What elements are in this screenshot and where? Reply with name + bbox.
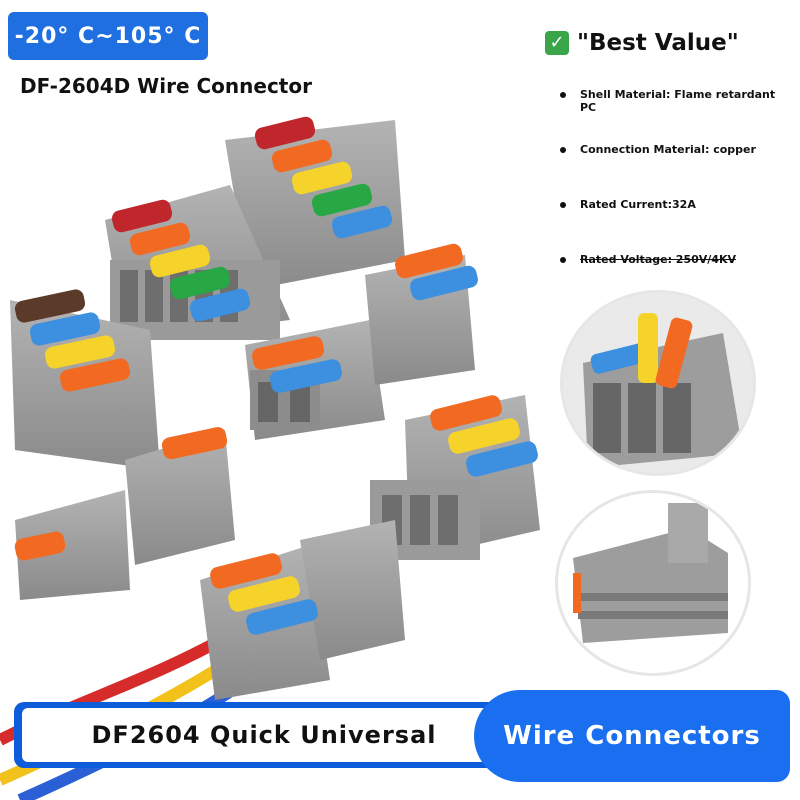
banner-left: DF2604 Quick Universal — [14, 702, 514, 768]
spec-item: Connection Material: copper — [560, 143, 795, 198]
best-value-text: "Best Value" — [577, 30, 739, 56]
detail-lever-open-image — [560, 290, 756, 476]
connector-5way-top — [105, 116, 405, 340]
connector-1way-left — [14, 427, 235, 600]
connector-4way-left — [10, 289, 160, 470]
best-value-label: ✓ "Best Value" — [545, 30, 739, 56]
spec-item: Rated Current:32A — [560, 198, 795, 253]
banner-right-text: Wire Connectors — [474, 690, 790, 782]
connector-2way-middle — [245, 243, 478, 440]
spec-item: Rated Voltage: 250V/4KV — [560, 253, 795, 308]
connector-3way-right — [370, 395, 540, 560]
product-title: DF-2604D Wire Connector — [20, 74, 312, 98]
banner-left-text: DF2604 Quick Universal — [22, 708, 506, 762]
bullet-icon — [560, 202, 566, 208]
detail-side-view-image — [555, 490, 751, 676]
check-icon: ✓ — [545, 31, 569, 55]
temperature-range-badge: -20° C~105° C — [8, 12, 208, 60]
bullet-icon — [560, 147, 566, 153]
spec-item: Shell Material: Flame retardant PC — [560, 88, 795, 143]
bullet-icon — [560, 92, 566, 98]
spec-list: Shell Material: Flame retardant PC Conne… — [560, 88, 795, 308]
bullet-icon — [560, 257, 566, 263]
bottom-banner: DF2604 Quick Universal Wire Connectors — [14, 690, 794, 786]
